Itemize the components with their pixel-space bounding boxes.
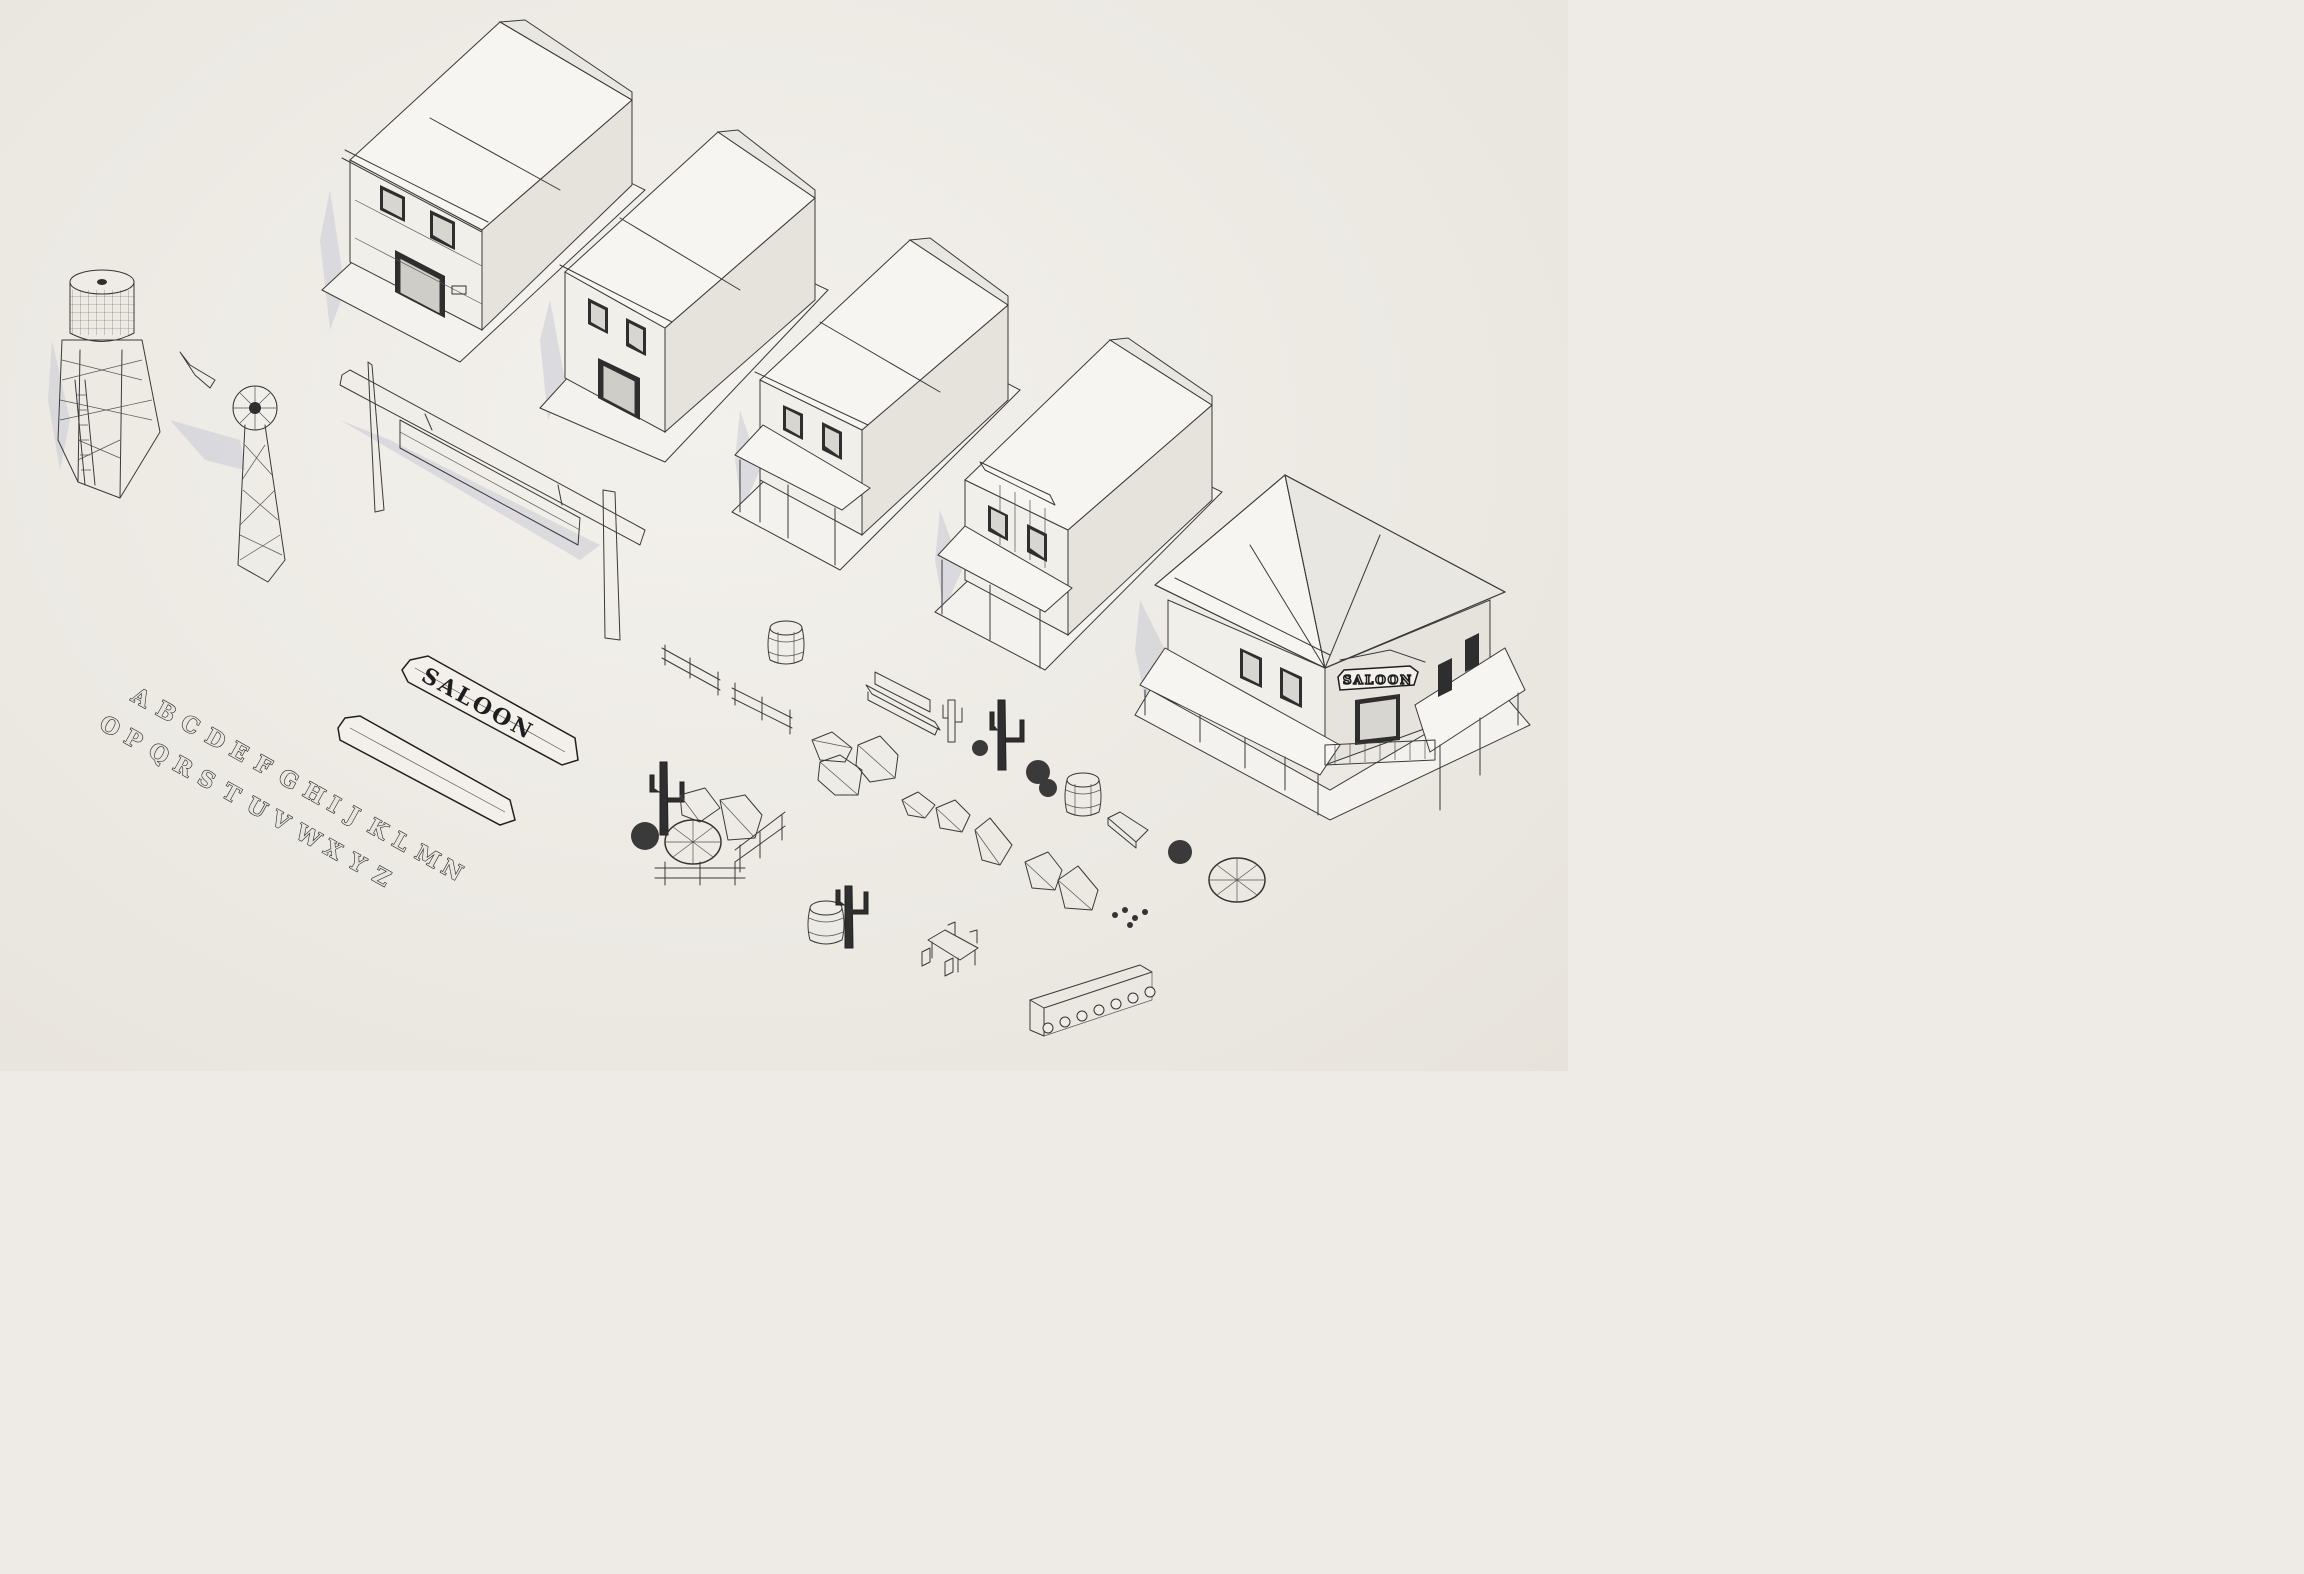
letter-b: B (152, 696, 181, 728)
bench (865, 671, 941, 736)
wagon-wheel-1 (664, 819, 722, 865)
wagon-wheel-2 (1208, 857, 1266, 903)
cactus-2 (989, 699, 1025, 771)
scene-canvas: SALOON SALOON (0, 0, 1568, 1071)
saloon-sign-board: SALOON (401, 655, 579, 766)
scattered-stones (1112, 907, 1148, 928)
round-cactus-group (631, 740, 1192, 864)
letter-h: H (299, 778, 330, 811)
saloon-building-sign-text: SALOON (1343, 673, 1413, 687)
bar-counter (1029, 964, 1156, 1037)
windmill (170, 351, 286, 583)
water-tower (48, 269, 161, 499)
letter-m: M (410, 840, 444, 875)
letter-j: J (340, 801, 363, 830)
letter-u: U (242, 792, 271, 824)
letter-g: G (274, 764, 303, 796)
letter-i: I (323, 791, 345, 819)
letter-n: N (437, 854, 467, 886)
letter-v: V (266, 805, 295, 837)
letter-a: A (126, 682, 155, 714)
building-4-porch-house (934, 337, 1223, 671)
trough (1107, 811, 1149, 849)
cactus-4 (835, 885, 869, 949)
fence-1 (661, 644, 721, 696)
building-3-porch-house (731, 237, 1021, 571)
letter-w: W (290, 819, 325, 854)
blank-sign-board (337, 715, 516, 826)
saloon-sign-text: SALOON (417, 663, 539, 746)
fence-3 (654, 811, 786, 886)
letter-o: O (95, 711, 124, 743)
letter-q: Q (144, 738, 173, 770)
cactus-3 (649, 761, 685, 836)
western-asset-scene: SALOON SALOON (48, 19, 1531, 1037)
letter-z: Z (368, 862, 395, 893)
barrel-3 (807, 900, 845, 945)
barrel-2 (1064, 772, 1102, 817)
letter-t: T (218, 778, 245, 809)
building-2-warehouse (539, 129, 829, 463)
fence-2 (731, 682, 793, 735)
bar-stools (1042, 986, 1156, 1034)
saloon-building-sign: SALOON (1337, 665, 1419, 691)
letter-e: E (225, 737, 252, 768)
letter-y: Y (343, 848, 370, 879)
cactus-1 (942, 699, 963, 743)
alphabet-row-1: A B C D E F G H I J K L M N (126, 681, 468, 887)
letter-l: L (388, 827, 414, 857)
building-1-warehouse (320, 19, 646, 363)
letter-p: P (120, 724, 147, 755)
letter-x: X (319, 835, 347, 866)
rocks (679, 731, 1099, 911)
ranch-gate (339, 361, 646, 641)
saloon-windows (1240, 633, 1479, 745)
alphabet-letters: A B C D E F G H I J K L M N O P Q R S T … (94, 681, 468, 893)
building-saloon: SALOON (1134, 474, 1531, 821)
letter-f: F (250, 750, 277, 780)
letter-s: S (193, 765, 220, 795)
letter-k: K (363, 813, 393, 845)
table-and-chairs (921, 921, 979, 977)
barrel-1 (767, 620, 805, 665)
letter-r: R (169, 751, 198, 783)
letter-c: C (176, 710, 204, 741)
letter-d: D (201, 723, 230, 755)
